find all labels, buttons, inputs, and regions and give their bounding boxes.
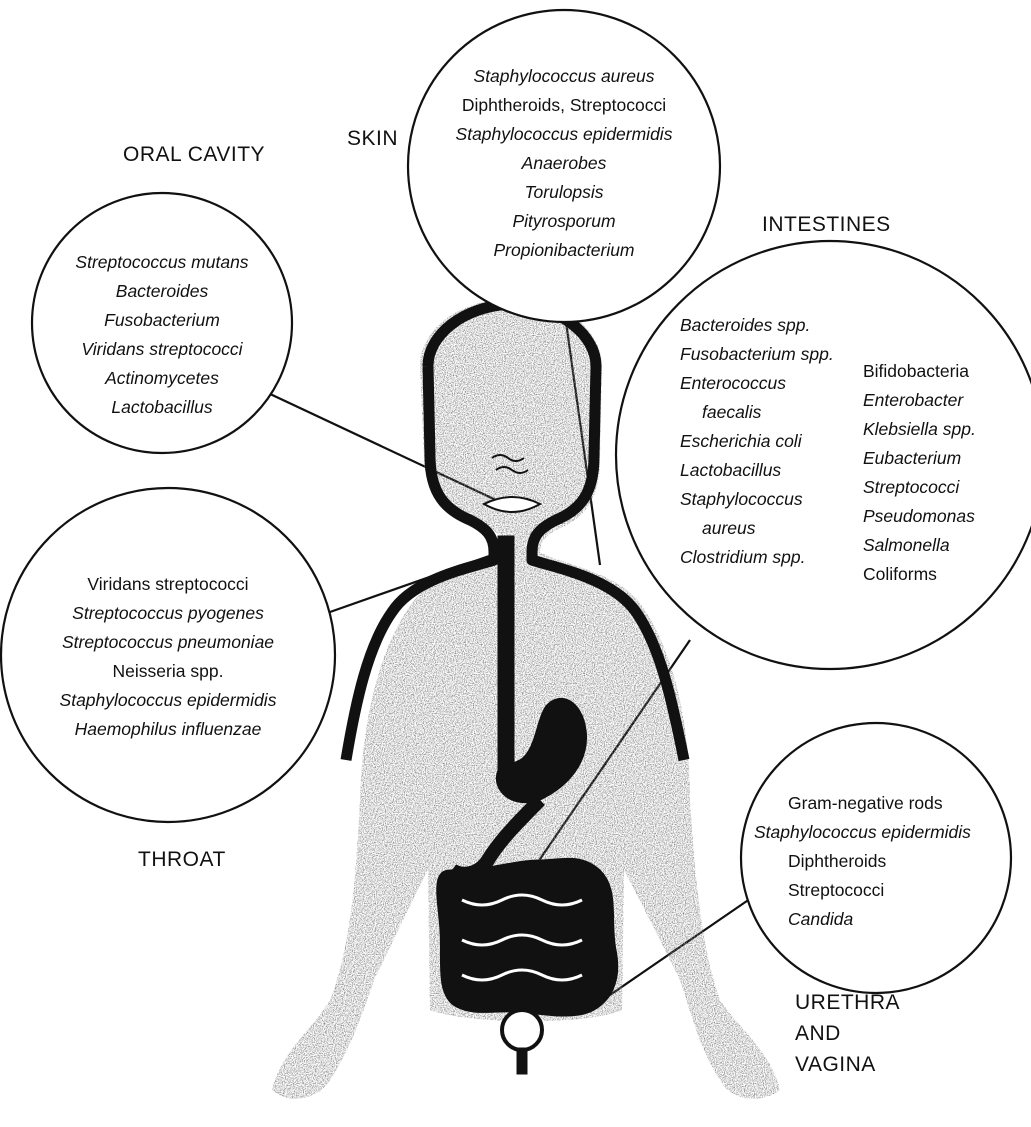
organism-item: Pityrosporum	[424, 207, 704, 236]
organism-item: Streptococci	[754, 876, 1024, 905]
organism-item: Streptococci	[863, 473, 1023, 502]
label-skin: SKIN	[347, 127, 398, 151]
organism-item: aureus	[680, 514, 860, 543]
label-and-line: AND	[795, 1018, 900, 1049]
organism-item: Fusobacterium	[42, 306, 282, 335]
organism-item: Propionibacterium	[424, 236, 704, 265]
organism-item: Clostridium spp.	[680, 543, 860, 572]
organism-item: Staphylococcus epidermidis	[754, 818, 1024, 847]
organism-item: Haemophilus influenzae	[28, 715, 308, 744]
label-urethra-line: URETHRA	[795, 987, 900, 1018]
organism-item: faecalis	[680, 398, 860, 427]
throat-organism-list: Viridans streptococci Streptococcus pyog…	[28, 570, 308, 744]
intestines-organism-list-left: Bacteroides spp. Fusobacterium spp. Ente…	[680, 311, 860, 572]
organism-item: Coliforms	[863, 560, 1023, 589]
label-vagina-line: VAGINA	[795, 1049, 900, 1080]
organism-item: Staphylococcus epidermidis	[424, 120, 704, 149]
organism-item: Fusobacterium spp.	[680, 340, 860, 369]
organism-item: Anaerobes	[424, 149, 704, 178]
organism-item: Streptococcus pyogenes	[28, 599, 308, 628]
organism-item: Diphtheroids	[754, 847, 1024, 876]
organism-item: Gram-negative rods	[754, 789, 1024, 818]
organism-item: Neisseria spp.	[28, 657, 308, 686]
bladder-icon	[502, 1010, 542, 1050]
organism-item: Lactobacillus	[42, 393, 282, 422]
label-throat: THROAT	[138, 848, 226, 872]
organism-item: Enterobacter	[863, 386, 1023, 415]
urethra-vagina-organism-list: Gram-negative rods Staphylococcus epider…	[754, 789, 1024, 934]
organism-item: Bacteroides	[42, 277, 282, 306]
esophagus	[498, 536, 514, 776]
organism-item: Staphylococcus	[680, 485, 860, 514]
organism-item: Enterococcus	[680, 369, 860, 398]
oral-cavity-organism-list: Streptococcus mutans Bacteroides Fusobac…	[42, 248, 282, 422]
organism-item: Bifidobacteria	[863, 357, 1023, 386]
organism-item: Klebsiella spp.	[863, 415, 1023, 444]
organism-item: Staphylococcus epidermidis	[28, 686, 308, 715]
organism-item: Viridans streptococci	[28, 570, 308, 599]
organism-item: Bacteroides spp.	[680, 311, 860, 340]
organism-item: Viridans streptococci	[42, 335, 282, 364]
label-intestines: INTESTINES	[762, 213, 891, 237]
organism-item: Diphtheroids, Streptococci	[424, 91, 704, 120]
organism-item: Staphylococcus aureus	[424, 62, 704, 91]
organism-item: Actinomycetes	[42, 364, 282, 393]
organism-item: Torulopsis	[424, 178, 704, 207]
intestines-icon	[437, 858, 618, 1016]
organism-item: Salmonella	[863, 531, 1023, 560]
organism-item: Lactobacillus	[680, 456, 860, 485]
skin-organism-list: Staphylococcus aureus Diphtheroids, Stre…	[424, 62, 704, 265]
organism-item: Streptococcus pneumoniae	[28, 628, 308, 657]
intestines-organism-list-right: Bifidobacteria Enterobacter Klebsiella s…	[863, 357, 1023, 589]
label-urethra-vagina: URETHRA AND VAGINA	[795, 987, 900, 1080]
label-oral-cavity: ORAL CAVITY	[123, 143, 265, 167]
organism-item: Candida	[754, 905, 1024, 934]
organism-item: Pseudomonas	[863, 502, 1023, 531]
organism-item: Eubacterium	[863, 444, 1023, 473]
organism-item: Streptococcus mutans	[42, 248, 282, 277]
organism-item: Escherichia coli	[680, 427, 860, 456]
